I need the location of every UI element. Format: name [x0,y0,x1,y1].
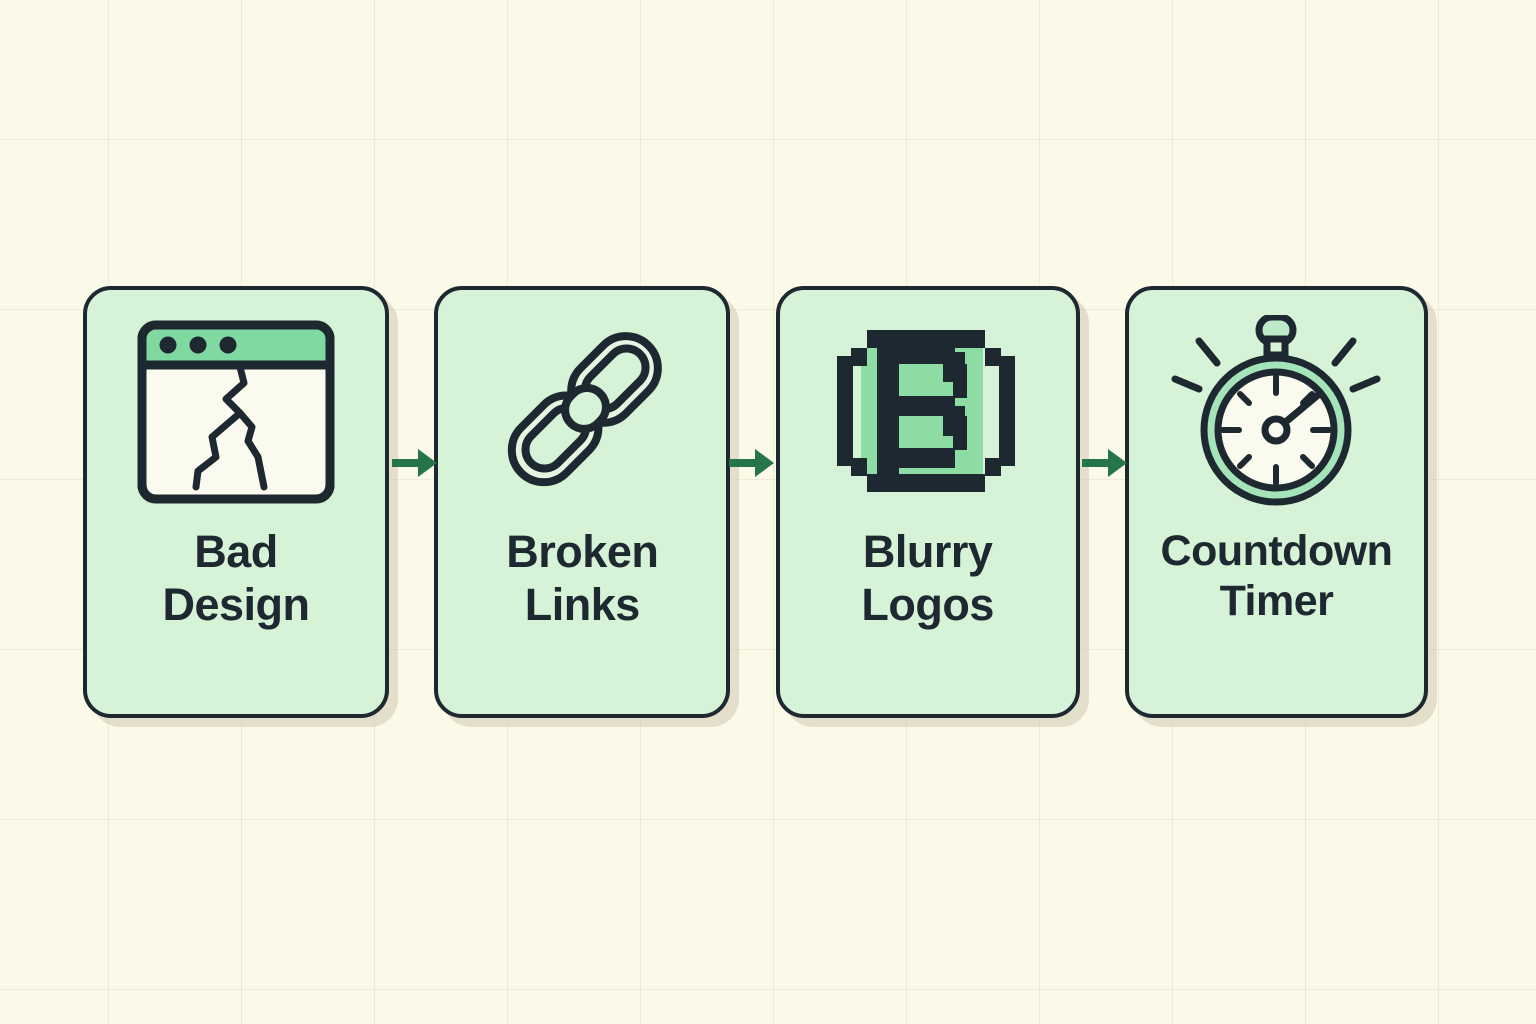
chain-link-icon [508,332,663,487]
flow-card-label: Broken Links [506,526,659,630]
icon-slot [1129,290,1424,526]
right-arrow-icon-2 [729,449,774,477]
icon-slot [780,290,1076,526]
flow-card-label: Countdown Timer [1160,527,1393,626]
process-flow-row: Bad Design Broken Li [83,286,1428,718]
pixelated-logo-icon [836,330,1015,492]
flow-card-label: Bad Design [162,526,310,630]
flow-card-label: Blurry Logos [861,526,994,630]
broken-browser-window-icon [137,320,335,504]
stopwatch-icon [1171,314,1381,505]
icon-slot [87,290,385,526]
flow-card-blurry-logos[interactable]: Blurry Logos [775,286,1080,718]
flow-card-countdown-timer[interactable]: Countdown Timer [1124,286,1428,718]
flow-card-broken-links[interactable]: Broken Links [434,286,731,718]
right-arrow-icon-1 [392,449,437,477]
icon-slot [438,290,726,526]
flow-card-bad-design[interactable]: Bad Design [83,286,389,718]
right-arrow-icon-3 [1082,449,1127,477]
